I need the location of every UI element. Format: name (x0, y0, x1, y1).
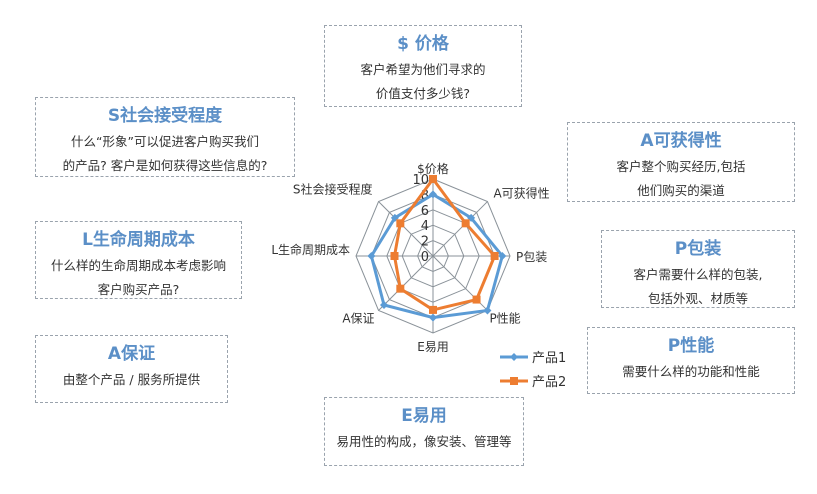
price-box: $ 价格 客户希望为他们寻求的 价值支付多少钱? (324, 25, 522, 107)
price-title: $ 价格 (397, 34, 449, 54)
assurance-box: A保证 由整个产品 / 服务所提供 (35, 335, 228, 403)
data-point (429, 305, 437, 314)
performance-line: 需要什么样的功能和性能 (622, 364, 760, 379)
price-line: 客户希望为他们寻求的 (360, 62, 486, 77)
axis-label: $价格 (417, 161, 449, 176)
data-point (483, 306, 492, 315)
data-point (379, 301, 388, 310)
data-point (498, 252, 507, 260)
tick-label: 4 (421, 219, 429, 234)
packaging-line: 客户需要什么样的包装, (633, 267, 763, 282)
performance-title: P性能 (667, 336, 715, 356)
axis-label: S社会接受程度 (293, 182, 373, 197)
tick-label: 6 (421, 204, 429, 219)
social-title: S社会接受程度 (107, 106, 223, 126)
data-point (396, 219, 405, 228)
tick-label: 2 (421, 235, 429, 250)
tick-label: 8 (421, 188, 429, 203)
availability-box: A可获得性 客户整个购买经历,包括 他们购买的渠道 (567, 122, 795, 202)
ease-line: 易用性的构成，像安装、管理等 (336, 434, 512, 449)
radar-axis (378, 201, 434, 257)
axis-label: E易用 (417, 340, 449, 354)
lifecycle-line: 什么样的生命周期成本考虑影响 (50, 258, 226, 273)
legend-label: 产品2 (532, 375, 566, 390)
lifecycle-line: 客户购买产品? (97, 282, 180, 297)
data-point (490, 252, 499, 260)
packaging-line: 包括外观、材质等 (647, 291, 748, 306)
social-box: S社会接受程度 什么“形象”可以促进客户购买我们 的产品? 客户是如何获得这些信… (35, 97, 295, 177)
ease-box: E易用 易用性的构成，像安装、管理等 (324, 397, 524, 466)
assurance-line: 由整个产品 / 服务所提供 (62, 372, 201, 387)
availability-line: 客户整个购买经历,包括 (616, 159, 746, 174)
data-point (461, 219, 470, 228)
data-point (429, 175, 437, 183)
lifecycle-title: L生命周期成本 (82, 230, 195, 250)
data-point (367, 252, 376, 260)
legend-label: 产品1 (532, 351, 566, 366)
availability-title: A可获得性 (640, 131, 722, 151)
packaging-box: P包装 客户需要什么样的包装, 包括外观、材质等 (601, 230, 795, 308)
price-line: 价值支付多少钱? (375, 86, 471, 101)
data-point (390, 252, 399, 260)
social-line: 什么“形象”可以促进客户购买我们 (71, 134, 259, 149)
axis-label: A可获得性 (493, 186, 549, 201)
social-line: 的产品? 客户是如何获得这些信息的? (62, 158, 268, 173)
lifecycle-box: L生命周期成本 什么样的生命周期成本考虑影响 客户购买产品? (35, 221, 242, 299)
assurance-title: A保证 (107, 344, 156, 364)
packaging-title: P包装 (674, 239, 722, 259)
data-point (429, 313, 437, 322)
ease-title: E易用 (401, 406, 447, 426)
data-point (472, 295, 481, 304)
radar-axis (378, 255, 434, 311)
data-point (429, 190, 437, 199)
axis-label: P包装 (516, 250, 547, 264)
performance-box: P性能 需要什么样的功能和性能 (587, 327, 795, 394)
radar-axis (432, 201, 488, 257)
legend-marker (510, 353, 518, 361)
axis-label: P性能 (489, 311, 520, 325)
legend-marker (510, 377, 518, 385)
tick-label: 0 (421, 250, 429, 265)
data-point (396, 284, 405, 293)
axis-label: A保证 (342, 311, 374, 325)
axis-label: L生命周期成本 (271, 242, 350, 257)
tick-label: 10 (412, 173, 429, 188)
availability-line: 他们购买的渠道 (637, 183, 725, 198)
